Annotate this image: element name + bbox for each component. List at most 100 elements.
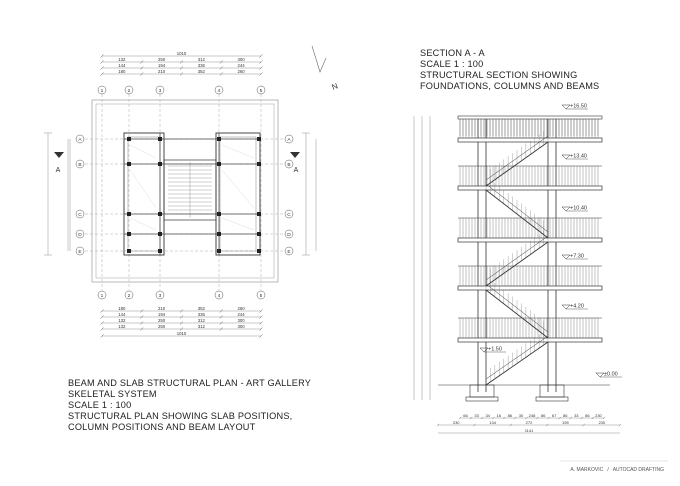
plan-title-line-1: BEAM AND SLAB STRUCTURAL PLAN - ART GALL… (68, 378, 312, 388)
section-dim-value: 86 (541, 413, 546, 418)
dim-value: 250 (158, 57, 166, 62)
level-label: +4.20 (570, 304, 584, 310)
section-marker-right: A (294, 167, 299, 174)
level-marker: +16.50 (561, 104, 588, 110)
dim-value: 260 (238, 69, 246, 74)
level-marker: +10.40 (561, 206, 588, 212)
left-slab-block (123, 132, 165, 256)
dim-value: 194 (158, 312, 166, 317)
section-dim-value: 67 (552, 413, 557, 418)
level-label: +10.40 (570, 206, 587, 212)
floor-slab (457, 217, 603, 243)
grid-bubble-col-5-bottom: 5 (256, 290, 266, 300)
plan-side-dimensions (44, 132, 317, 256)
dim-value: 210 (158, 306, 166, 311)
grid-bubble-row-E-right: E (284, 246, 294, 256)
svg-text:E: E (78, 249, 81, 255)
svg-text:D: D (287, 232, 291, 238)
grid-bubble-col-1-bottom: 1 (97, 290, 107, 300)
dim-value: 194 (158, 63, 166, 68)
dim-value: 244 (238, 312, 246, 317)
dim-value: 132 (118, 57, 126, 62)
grid-bubble-row-A-right: A (284, 134, 294, 144)
section-markers: A A (54, 152, 300, 174)
grid-bubble-row-C-right: C (284, 209, 294, 219)
section-title-line-2: SCALE 1 : 100 (420, 59, 484, 69)
plan-title-line-3: SCALE 1 : 100 (68, 400, 132, 410)
level-label: +13.40 (570, 154, 587, 160)
dim-overall: 1010 (177, 331, 187, 336)
grid-bubble-row-E-left: E (75, 246, 85, 256)
section-dim-value: 30 (519, 413, 524, 418)
grid-bubble-col-2-top: 2 (124, 85, 134, 95)
bottom-overall-dim: 1010 (100, 331, 263, 338)
top-overall-dim: 1010 (100, 51, 263, 58)
section-dim-value: 230 (453, 420, 460, 425)
level-marker: ±0.00 (595, 372, 622, 378)
grid-bubble-col-4-top: 4 (214, 85, 224, 95)
stair-treads (168, 162, 212, 218)
grid-lines-vertical (101, 94, 262, 290)
level-marker: +1.50 (479, 347, 506, 353)
grid-bubble-row-C-left: C (75, 209, 85, 219)
svg-text:D: D (78, 232, 82, 238)
section-dim-value: 34 (485, 413, 490, 418)
svg-text:4: 4 (218, 293, 221, 299)
level-marker: +4.20 (561, 304, 588, 310)
stair-flight (485, 228, 549, 287)
level-label: ±0.00 (604, 372, 618, 378)
dim-value: 300 (238, 318, 246, 323)
level-marker: +7.30 (561, 254, 588, 260)
plan-outer-boundary (91, 99, 279, 283)
dim-value: 132 (118, 318, 126, 323)
svg-text:B: B (78, 162, 81, 168)
dim-value: 300 (238, 324, 246, 329)
section-dim-value: 16 (497, 413, 502, 418)
dim-value: 180 (118, 69, 126, 74)
section-dim-value: 86 (563, 413, 568, 418)
grid-bubble-row-A-left: A (75, 134, 85, 144)
grid-bubble-col-5-top: 5 (256, 85, 266, 95)
svg-text:B: B (287, 162, 290, 168)
dim-value: 336 (198, 63, 206, 68)
section-dim-value: 86 (585, 413, 590, 418)
section-level-markers: +16.50 +13.40 +10.40 +7.30 +4.20 +1.50 ±0.00 (479, 104, 622, 378)
dim-value: 144 (118, 63, 126, 68)
section-dim-value: 86 (508, 413, 513, 418)
section-dim-value: 33 (574, 413, 579, 418)
grid-bubble-col-3-bottom: 3 (155, 290, 165, 300)
section-dim-value: 230 (595, 413, 602, 418)
footer-author: A. MARKOVIC (570, 467, 604, 473)
dim-value: 336 (198, 312, 206, 317)
stair-flight (485, 328, 549, 386)
svg-text:E: E (287, 249, 290, 255)
section-dim-value: 195 (562, 420, 569, 425)
section-vertical-dims (413, 116, 431, 400)
grid-bubble-row-D-left: D (75, 229, 85, 239)
section-dim-value: 248 (529, 413, 536, 418)
dim-value: 260 (238, 306, 246, 311)
dim-value: 312 (198, 324, 206, 329)
grid-bubble-col-4-bottom: 4 (214, 290, 224, 300)
grid-bubble-row-D-right: D (284, 229, 294, 239)
dim-value: 352 (198, 69, 206, 74)
roof-slab (457, 115, 603, 136)
floor-plan (80, 94, 292, 290)
dim-value: 250 (158, 324, 166, 329)
section-dim-value: 66 (463, 413, 468, 418)
svg-text:A: A (78, 137, 82, 143)
plan-title-line-4: STRUCTURAL PLAN SHOWING SLAB POSITIONS, (68, 411, 293, 421)
north-label: N (331, 81, 340, 92)
plan-title-line-2: SKELETAL SYSTEM (68, 389, 157, 399)
